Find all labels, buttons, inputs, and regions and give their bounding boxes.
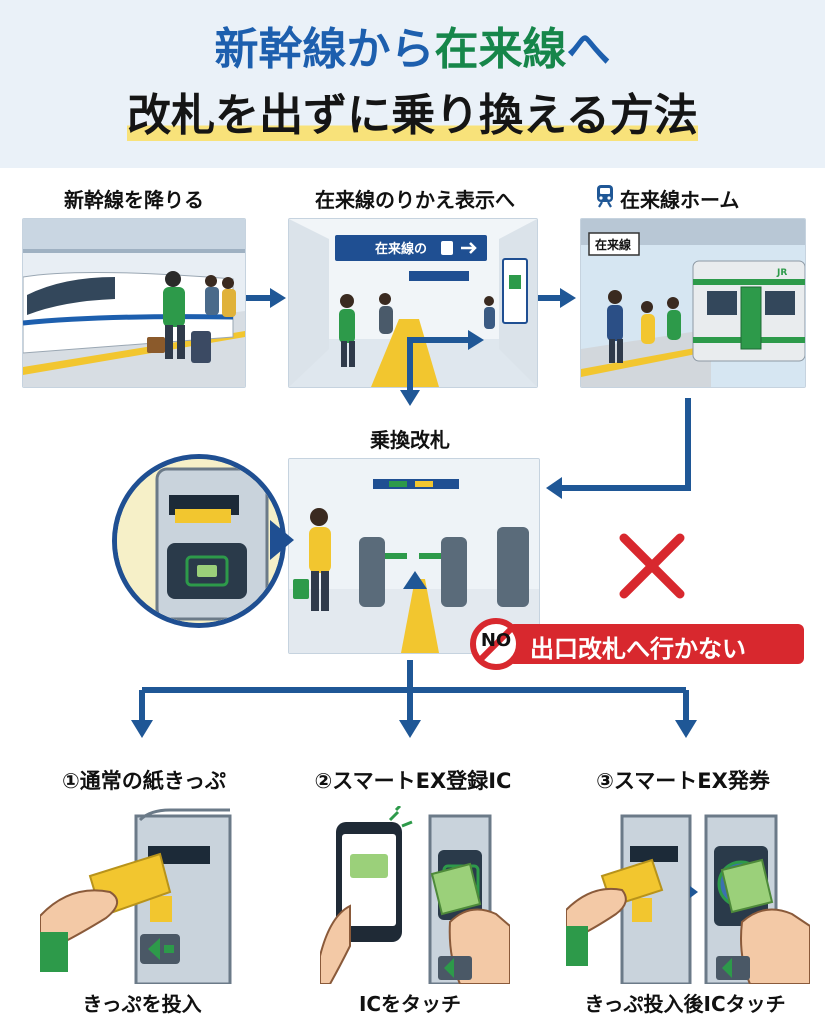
arrow-branch [131, 660, 697, 738]
method-caption-2: ICをタッチ [358, 992, 462, 1016]
zoom-pointer [270, 520, 294, 560]
panel-transfer-signs: 在来線の [288, 218, 538, 388]
warning-no-text: NO [480, 630, 512, 651]
method-label-1: ①通常の紙きっぷ [62, 769, 226, 793]
method-caption-3: きっぷ投入後ICタッチ [584, 992, 786, 1016]
title-area: 新幹線から在来線へ 改札を出ずに乗り換える方法 [0, 0, 825, 168]
train-icon [592, 183, 618, 209]
gate-zoom-circle [112, 454, 286, 628]
step-label-3: 在来線ホーム [620, 188, 740, 212]
title-subtitle: 改札を出ずに乗り換える方法 [127, 90, 698, 141]
method-label-2: ②スマートEX登録IC [314, 769, 512, 793]
step-label-2: 在来線のりかえ表示へ [315, 188, 515, 212]
svg-text:JR: JR [776, 268, 787, 278]
arrow-right-2 [538, 288, 576, 308]
panel-platform: 在来線 JR [580, 218, 806, 388]
panel-shinkansen [22, 218, 246, 388]
gate-label: 乗換改札 [370, 428, 450, 452]
transfer-sign-text: 在来線の [375, 241, 427, 257]
title-line-1: 新幹線から在来線へ [0, 22, 825, 78]
method-label-3: ③スマートEX発券 [596, 769, 770, 793]
platform-sign-text: 在来線 [595, 237, 631, 252]
arrow-down-to-gate [400, 330, 484, 406]
warning-text: 出口改札へ行かない [530, 635, 746, 663]
title-part-shinkansen: 新幹線から [214, 24, 435, 75]
cross-icon [619, 533, 685, 599]
method-3-illustration [565, 806, 811, 986]
method-caption-1: きっぷを投入 [82, 992, 202, 1016]
method-2-illustration [319, 804, 511, 986]
arrow-platform-to-gate [546, 398, 691, 499]
title-part-zairaisen: 在来線 [434, 24, 567, 75]
step-label-1: 新幹線を降りる [64, 188, 204, 212]
arrow-right-1 [246, 288, 286, 308]
title-line-2: 改札を出ずに乗り換える方法 [0, 88, 825, 144]
method-1-illustration [39, 806, 250, 986]
title-part-he: へ [566, 24, 611, 75]
warning-banner: NO 出口改札へ行かない [468, 618, 804, 670]
